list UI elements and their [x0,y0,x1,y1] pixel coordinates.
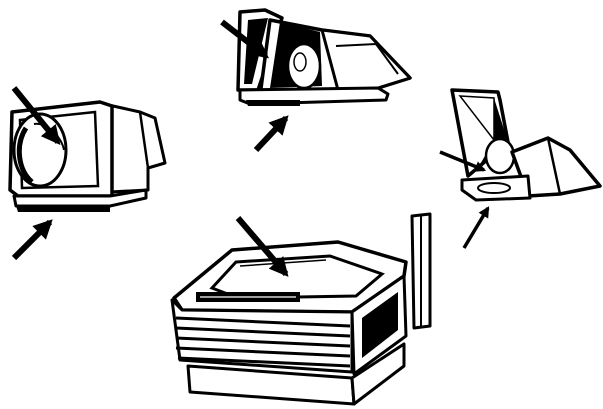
arrow-side-head-lens [464,208,488,248]
arrow-monitor-base [14,222,50,258]
overhead-projector-icon [172,214,430,404]
crt-monitor-icon [10,102,165,212]
projector-mirror-icon [452,90,600,200]
arrow-projector-head-lens [256,118,286,150]
